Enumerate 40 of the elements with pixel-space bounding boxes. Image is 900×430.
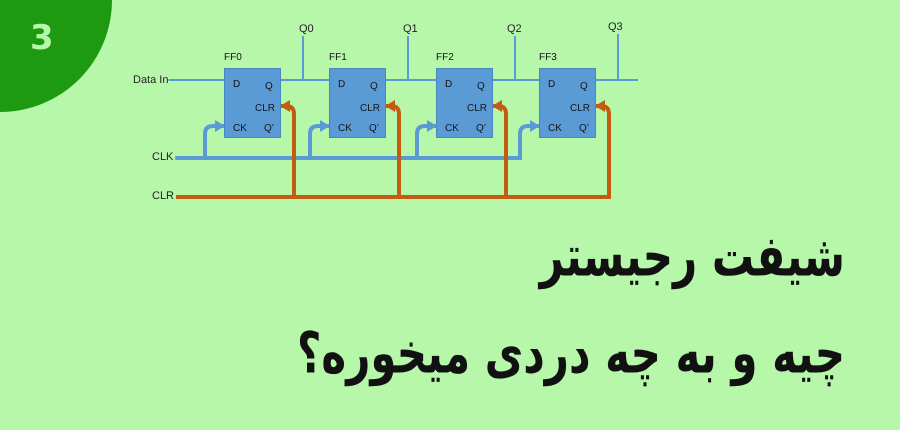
signal-label: Q0 (299, 23, 314, 35)
pin-label: Q’ (264, 123, 274, 134)
pin-label: CK (445, 123, 459, 134)
pin-label: Q (477, 81, 485, 92)
pin-label: CLR (467, 103, 488, 114)
wire (595, 33, 639, 81)
signal-label: CLR (152, 190, 174, 202)
signal-label: Q1 (403, 23, 418, 35)
pin-label: D (233, 79, 240, 90)
signal-label: CLK (152, 151, 174, 163)
component-label: FF3 (539, 52, 557, 64)
wire (493, 36, 516, 81)
pin-label: CLR (255, 103, 276, 114)
pin-label: Q (265, 81, 273, 92)
wire (168, 79, 224, 81)
pin-label: CLR (360, 103, 380, 114)
pin-label: D (445, 79, 452, 90)
pin-label: CK (338, 123, 352, 134)
signal-label: Q2 (507, 23, 522, 35)
component-label: FF0 (224, 52, 242, 64)
wire (281, 36, 304, 81)
signal-label: Q3 (608, 21, 623, 33)
arrow (176, 100, 611, 199)
pin-label: D (548, 79, 556, 90)
wire (386, 36, 409, 81)
component-label: FF1 (329, 52, 347, 64)
component-label: FF2 (436, 52, 454, 64)
pin-label: Q (580, 81, 588, 92)
pin-label: Q’ (579, 123, 589, 134)
pin-label: CK (233, 123, 247, 134)
pin-label: Q’ (476, 123, 486, 134)
arrow (175, 120, 540, 160)
signal-label: Data In (133, 74, 168, 86)
pin-label: Q (370, 81, 378, 92)
pin-label: D (338, 79, 346, 90)
pin-label: CK (548, 123, 562, 134)
corner-badge: 3 (0, 0, 112, 112)
title: شیفت رجیستر چیه و به چه دردی میخوره؟ (296, 222, 845, 388)
pin-label: CLR (570, 103, 590, 114)
pin-label: Q’ (369, 123, 379, 134)
